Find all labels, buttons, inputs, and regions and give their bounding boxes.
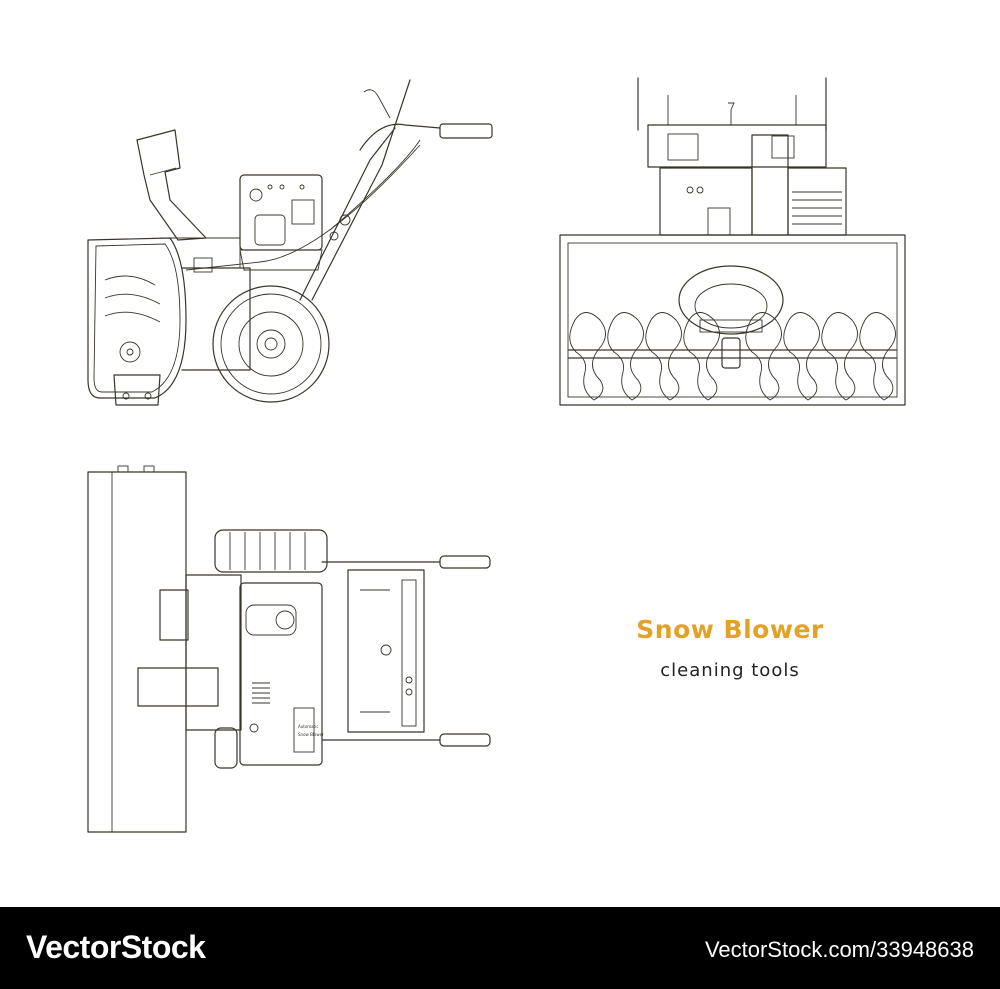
image-id: VectorStock.com/33948638 [704,937,974,962]
top-view: Automatic Snow Blower [87,465,491,833]
title-snow-blower: Snow Blower [636,615,824,644]
plate-line-1: Automatic [298,724,319,729]
subtitle-cleaning-tools: cleaning tools [660,660,800,681]
footer-bar: VectorStock VectorStock.com/33948638 [0,907,1000,989]
snow-blower-blueprint: Automatic Snow Blower [87,77,906,833]
side-view [87,79,493,406]
front-view [559,77,906,406]
brand-logo[interactable]: VectorStock [26,929,206,965]
plate-line-2: Snow Blower [298,732,324,737]
